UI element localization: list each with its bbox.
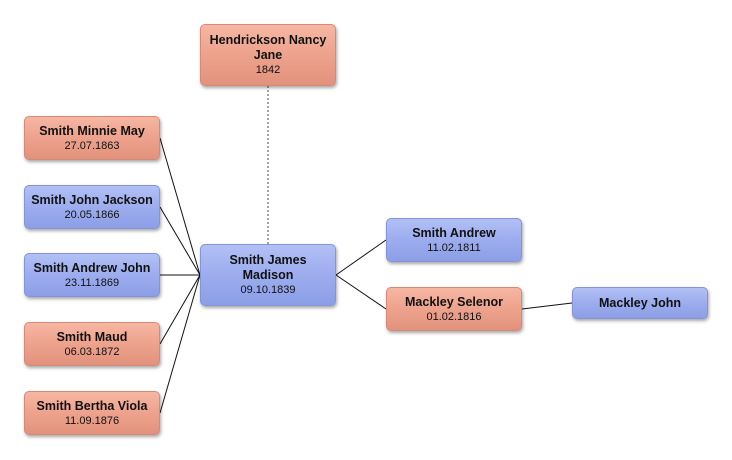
child-connector-1 — [159, 206, 201, 276]
grandparent-connector-0 — [521, 302, 573, 310]
person-name: Smith Andrew John — [33, 260, 151, 275]
person-name: Smith Bertha Viola — [36, 398, 148, 413]
parent-node-father[interactable]: Smith Andrew 11.02.1811 — [386, 218, 522, 262]
person-date: 23.11.1869 — [64, 276, 120, 289]
person-node-focus[interactable]: Smith James Madison 09.10.1839 — [200, 244, 336, 306]
person-name: Smith John Jackson — [31, 192, 153, 207]
person-date: 20.05.1866 — [64, 208, 120, 221]
person-node-spouse[interactable]: Hendrickson Nancy Jane 1842 — [200, 24, 336, 86]
child-node[interactable]: Smith John Jackson 20.05.1866 — [24, 185, 160, 229]
person-name: Hendrickson Nancy Jane — [209, 33, 327, 62]
child-node[interactable]: Smith Minnie May 27.07.1863 — [24, 116, 160, 160]
child-node[interactable]: Smith Bertha Viola 11.09.1876 — [24, 391, 160, 435]
child-node[interactable]: Smith Maud 06.03.1872 — [24, 322, 160, 366]
person-name: Mackley Selenor — [405, 294, 503, 309]
person-name: Mackley John — [599, 295, 681, 310]
parent-connector-0 — [335, 239, 387, 276]
person-name: Smith Maud — [56, 329, 128, 344]
parent-connector-1 — [335, 274, 387, 310]
child-connector-3 — [159, 274, 201, 345]
grandparent-node[interactable]: Mackley John — [572, 287, 708, 319]
person-date: 01.02.1816 — [426, 310, 482, 323]
person-name: Smith Minnie May — [39, 123, 145, 138]
person-name: Smith James Madison — [229, 253, 307, 282]
person-date: 09.10.1839 — [240, 284, 296, 296]
parent-node-mother[interactable]: Mackley Selenor 01.02.1816 — [386, 287, 522, 331]
person-date: 1842 — [255, 64, 281, 76]
person-name: Smith Andrew — [412, 225, 496, 240]
person-date: 06.03.1872 — [64, 345, 120, 358]
child-connector-4 — [159, 274, 201, 414]
child-connector-0 — [159, 137, 201, 276]
person-date: 27.07.1863 — [64, 139, 120, 152]
child-node[interactable]: Smith Andrew John 23.11.1869 — [24, 253, 160, 297]
person-date: 11.09.1876 — [64, 414, 120, 427]
person-date: 11.02.1811 — [427, 241, 481, 254]
